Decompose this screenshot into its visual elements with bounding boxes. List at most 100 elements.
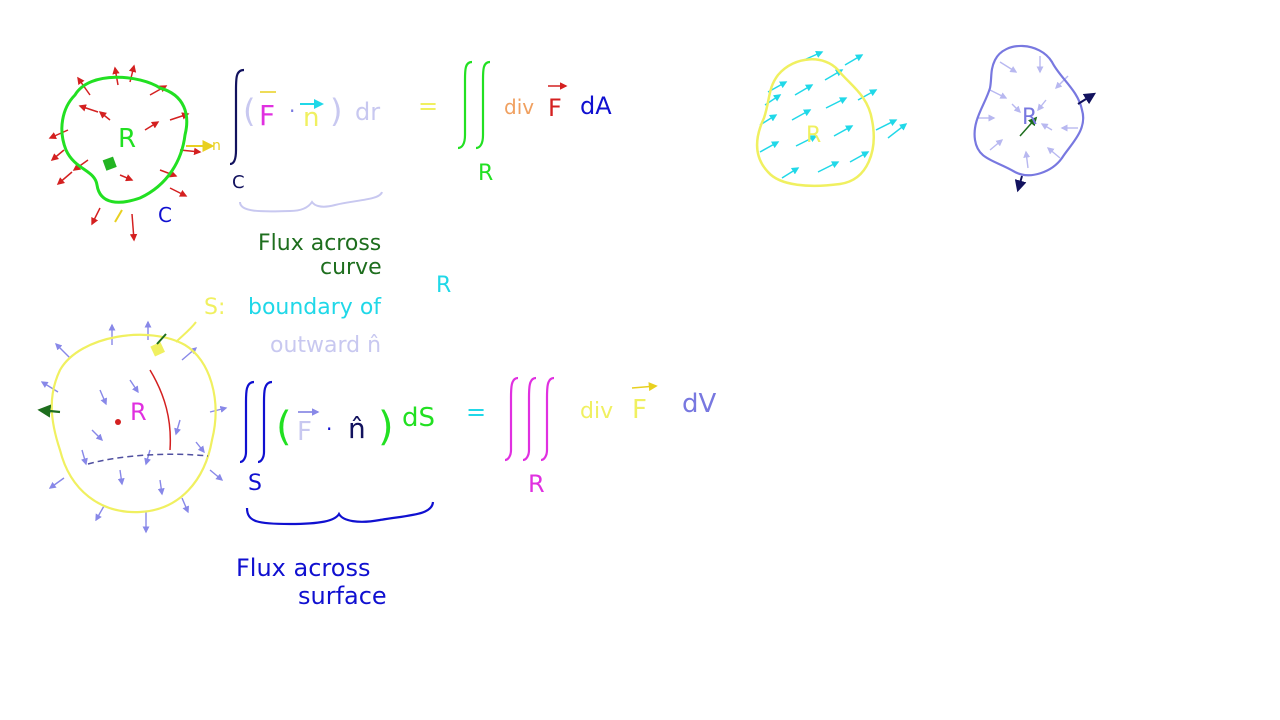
flux-curve-caption-1: Flux across	[258, 231, 381, 256]
yellow-region-boundary	[755, 58, 875, 188]
div-term: div	[504, 95, 534, 119]
greens-flux-equation: C ( F · n ) dr = R div F dA Flux across …	[229, 60, 612, 280]
field-arrow	[144, 121, 160, 131]
ds-term: dS	[402, 403, 435, 433]
boundary-of-text: boundary of	[248, 295, 382, 320]
field-arrow	[129, 379, 139, 394]
field-arrow	[759, 141, 780, 153]
field-arrow	[181, 347, 198, 361]
b-paren-close: )	[378, 404, 394, 450]
surface-normal-arrows	[40, 320, 228, 534]
normal-n: n	[303, 103, 319, 133]
field-arrow	[1023, 150, 1031, 169]
dot-op: ·	[289, 99, 295, 123]
equator-dashed	[87, 453, 209, 465]
field-arrow	[98, 111, 111, 121]
yellow-tick	[114, 209, 123, 223]
curve-c-boundary	[60, 75, 189, 204]
field-arrow	[999, 61, 1018, 73]
blue-region-boundary	[973, 44, 1085, 177]
outward-arrow-top	[1077, 92, 1097, 105]
field-arrow	[174, 419, 181, 436]
b-normal-n: n̂	[348, 412, 366, 445]
field-arrow	[1055, 75, 1069, 89]
normal-n-label: n	[212, 138, 221, 154]
field-arrow	[1011, 103, 1021, 113]
field-arrow	[169, 187, 188, 197]
paren-close: )	[330, 92, 342, 130]
field-arrow	[195, 441, 205, 454]
field-arrow	[989, 89, 1008, 99]
field-arrow	[72, 159, 89, 171]
triple-integral-sign-3	[540, 376, 555, 462]
field-arrow	[99, 389, 108, 406]
surface-integral-sign-2	[257, 380, 273, 464]
field-arrow	[159, 169, 178, 178]
surface-integral-sign-1	[239, 380, 255, 464]
outward-arrow-bottom	[1014, 175, 1027, 193]
field-arrow	[1046, 147, 1061, 159]
b-dot: ·	[326, 417, 332, 441]
field-arrow	[875, 119, 898, 131]
triple-integral-sign-2	[522, 376, 537, 462]
field-arrow	[209, 469, 224, 481]
area-element	[102, 156, 117, 171]
field-arrow	[181, 497, 190, 514]
field-arrow	[144, 449, 151, 466]
dr-term: dr	[355, 98, 380, 126]
field-arrow	[209, 405, 228, 413]
line-integral-sign	[229, 68, 245, 166]
equals-sign-top: =	[418, 92, 438, 120]
double-integral-sign-1	[457, 60, 473, 150]
uniform-field-arrows	[759, 51, 908, 179]
field-arrow	[791, 109, 812, 121]
line-integral-subscript: C	[232, 172, 245, 193]
surface-patch-normal	[156, 333, 167, 345]
field-arrow	[844, 54, 864, 66]
meridian-red	[149, 369, 172, 451]
field-arrow	[157, 479, 165, 496]
surface-3d-diagram: R	[37, 320, 228, 534]
b-div-f-vector-arrow	[631, 382, 658, 392]
region-r-label: R	[118, 124, 136, 154]
outward-field-arrows	[48, 64, 202, 242]
dv-term: dV	[682, 389, 717, 419]
solid-r-label: R	[130, 398, 147, 426]
b-div-term: div	[580, 399, 613, 424]
paren-open: (	[243, 92, 255, 130]
note-pointer	[175, 321, 197, 343]
field-arrow	[81, 449, 88, 466]
field-arrow	[1037, 99, 1047, 112]
field-arrow	[55, 343, 71, 359]
da-term: dA	[580, 92, 612, 120]
field-arrow	[95, 505, 105, 522]
field-arrow	[817, 161, 840, 173]
field-arrow	[129, 213, 138, 242]
field-arrow	[887, 123, 908, 139]
curve-c-label: C	[158, 203, 172, 227]
b-div-field-f: F	[632, 395, 647, 425]
field-arrow	[117, 469, 125, 486]
field-arrow	[48, 129, 69, 139]
surface-integral-subscript: S	[248, 471, 262, 496]
field-arrow	[48, 477, 65, 489]
blob-field-arrows	[978, 56, 1078, 169]
flux-surface-caption-2: surface	[298, 582, 387, 610]
field-f: F	[259, 99, 275, 132]
field-arrow	[179, 147, 202, 156]
field-arrow	[781, 167, 800, 179]
region-2d-diagram: R n C	[48, 64, 221, 242]
field-arrow	[795, 135, 818, 147]
field-arrow	[119, 174, 134, 182]
boundary-note: S: boundary of R outward n̂	[175, 273, 451, 358]
b-field-f: F	[297, 417, 312, 447]
field-arrow	[833, 125, 854, 137]
equals-sign-bottom: =	[466, 398, 486, 426]
dark-green-normal	[37, 404, 61, 418]
field-arrow	[78, 104, 99, 113]
double-integral-sign-2	[475, 60, 491, 150]
field-through-region-blue: R	[973, 44, 1097, 193]
b-paren-open: (	[276, 404, 292, 450]
field-arrow	[989, 139, 1004, 151]
